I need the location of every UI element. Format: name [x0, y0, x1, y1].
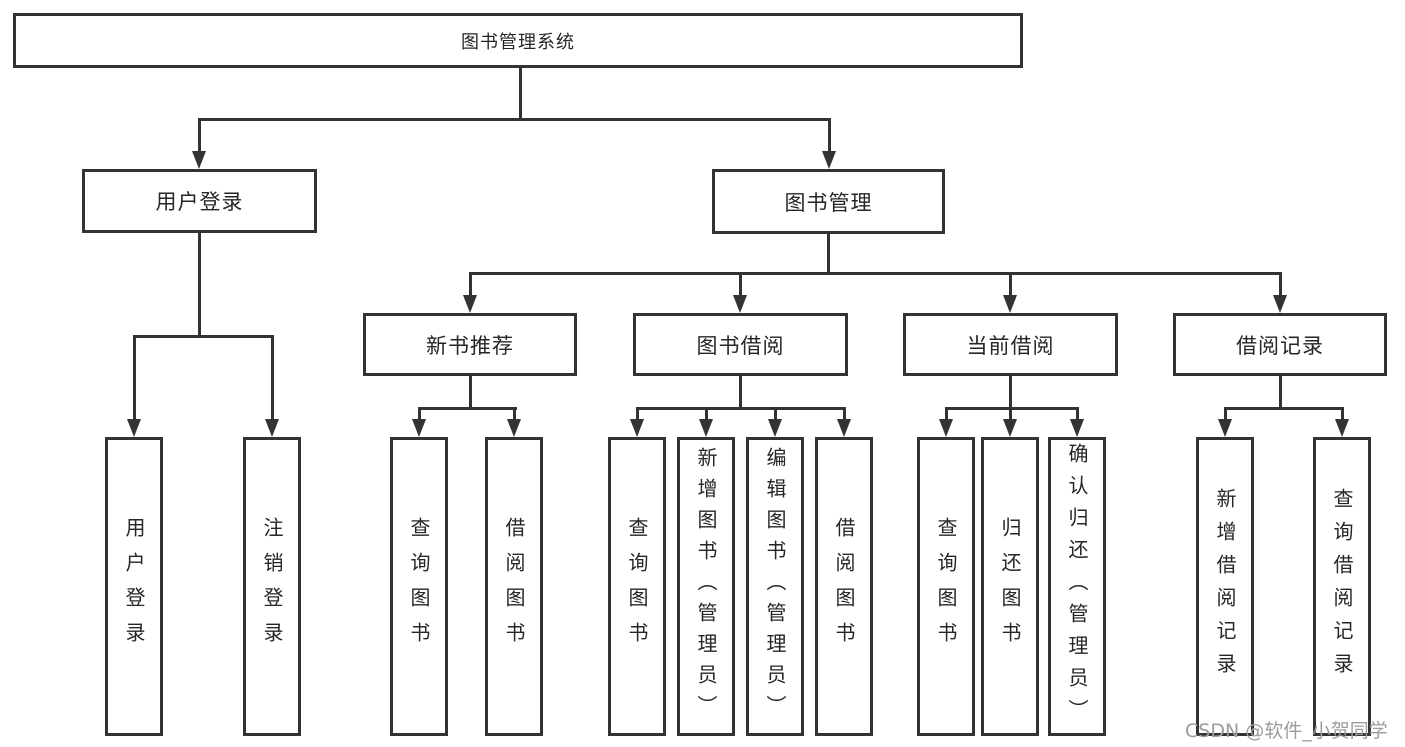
arrow-to-leaf-login — [127, 419, 141, 437]
leaf-return-books: 归还图书 — [981, 437, 1039, 736]
connector-root-stem — [518, 65, 522, 121]
leaf-borrow-books-label: 借阅图书 — [832, 516, 856, 657]
leaf-logout-label: 注销登录 — [260, 516, 284, 657]
connector-ul-hbar — [132, 335, 274, 338]
connector-nb-hbar — [417, 407, 517, 410]
leaf-borrow-query-books-label: 查询图书 — [625, 516, 649, 657]
leaf-logout: 注销登录 — [243, 437, 301, 736]
leaf-newbook-borrow-books: 借阅图书 — [485, 437, 543, 736]
connector-br-hbar — [1223, 407, 1344, 410]
connector-nb-drop2 — [512, 407, 516, 419]
connector-cb-drop1 — [944, 407, 948, 419]
node-root-label: 图书管理系统 — [461, 31, 575, 53]
connector-br-stem — [1278, 373, 1282, 410]
connector-bm-hbar — [468, 272, 1282, 275]
connector-bb-drop2 — [704, 407, 708, 419]
connector-bm-drop2 — [738, 272, 742, 295]
leaf-edit-books-admin-label: 编辑图书（管理员） — [763, 447, 787, 726]
leaf-confirm-return-admin-label: 确认归还（管理员） — [1065, 442, 1089, 731]
leaf-current-query-books: 查询图书 — [917, 437, 975, 736]
node-current-borrow: 当前借阅 — [903, 313, 1118, 376]
arrow-bb-leaf4 — [837, 419, 851, 437]
leaf-current-query-books-label: 查询图书 — [934, 516, 958, 657]
node-borrow-record-label: 借阅记录 — [1236, 333, 1324, 358]
connector-bb-stem — [738, 373, 742, 410]
leaf-add-borrow-record: 新增借阅记录 — [1196, 437, 1254, 736]
arrow-to-current-borrow — [1003, 295, 1017, 313]
connector-cb-stem — [1008, 373, 1012, 410]
arrow-to-new-book — [463, 295, 477, 313]
leaf-borrow-query-books: 查询图书 — [608, 437, 666, 736]
connector-ul-drop2 — [270, 335, 274, 419]
connector-bb-hbar — [635, 407, 846, 410]
arrow-to-book-borrow — [733, 295, 747, 313]
arrow-bb-leaf1 — [630, 419, 644, 437]
connector-nb-stem — [468, 373, 472, 410]
connector-book-mgmt-drop — [827, 118, 831, 151]
leaf-query-borrow-record: 查询借阅记录 — [1313, 437, 1371, 736]
watermark: CSDN @软件_小贺同学 — [1185, 720, 1388, 742]
arrow-bb-leaf3 — [768, 419, 782, 437]
connector-root-hbar — [197, 118, 831, 121]
connector-ul-stem — [198, 230, 201, 338]
arrow-to-book-mgmt — [822, 151, 836, 169]
arrow-cb-leaf3 — [1070, 419, 1084, 437]
arrow-to-borrow-record — [1273, 295, 1287, 313]
connector-cb-drop3 — [1075, 407, 1079, 419]
node-root: 图书管理系统 — [13, 13, 1023, 68]
connector-bb-drop1 — [635, 407, 639, 419]
node-new-book-recommend-label: 新书推荐 — [426, 333, 514, 358]
arrow-bb-leaf2 — [699, 419, 713, 437]
arrow-to-leaf-logout — [265, 419, 279, 437]
arrow-cb-leaf2 — [1003, 419, 1017, 437]
leaf-user-login-label: 用户登录 — [122, 516, 146, 657]
leaf-add-books-admin-label: 新增图书（管理员） — [694, 447, 718, 726]
connector-br-drop2 — [1340, 407, 1344, 419]
node-user-login-label: 用户登录 — [155, 190, 244, 214]
connector-br-drop1 — [1223, 407, 1227, 419]
leaf-query-borrow-record-label: 查询借阅记录 — [1330, 487, 1354, 686]
connector-bm-drop3 — [1008, 272, 1012, 295]
arrow-to-user-login — [192, 151, 206, 169]
arrow-nb-leaf1 — [412, 419, 426, 437]
leaf-confirm-return-admin: 确认归还（管理员） — [1048, 437, 1106, 736]
leaf-newbook-query-books-label: 查询图书 — [407, 516, 431, 657]
node-book-borrow: 图书借阅 — [633, 313, 848, 376]
connector-bm-stem — [827, 231, 830, 275]
leaf-borrow-books: 借阅图书 — [815, 437, 873, 736]
node-current-borrow-label: 当前借阅 — [966, 333, 1055, 358]
leaf-edit-books-admin: 编辑图书（管理员） — [746, 437, 804, 736]
leaf-newbook-borrow-books-label: 借阅图书 — [502, 516, 526, 657]
leaf-add-borrow-record-label: 新增借阅记录 — [1213, 487, 1237, 686]
node-borrow-record: 借阅记录 — [1173, 313, 1387, 376]
connector-bm-drop4 — [1278, 272, 1282, 295]
connector-user-login-drop — [197, 118, 201, 151]
connector-cb-hbar — [944, 407, 1079, 410]
leaf-add-books-admin: 新增图书（管理员） — [677, 437, 735, 736]
connector-bm-drop1 — [468, 272, 472, 295]
leaf-newbook-query-books: 查询图书 — [390, 437, 448, 736]
connector-cb-drop2 — [1008, 407, 1012, 419]
node-book-management: 图书管理 — [712, 169, 945, 234]
arrow-nb-leaf2 — [507, 419, 521, 437]
arrow-br-leaf2 — [1335, 419, 1349, 437]
arrow-br-leaf1 — [1218, 419, 1232, 437]
connector-nb-drop1 — [417, 407, 421, 419]
connector-ul-drop1 — [132, 335, 136, 419]
node-book-management-label: 图书管理 — [784, 190, 873, 215]
arrow-cb-leaf1 — [939, 419, 953, 437]
leaf-user-login: 用户登录 — [105, 437, 163, 736]
node-user-login: 用户登录 — [82, 169, 317, 233]
connector-bb-drop4 — [842, 407, 846, 419]
node-new-book-recommend: 新书推荐 — [363, 313, 577, 376]
node-book-borrow-label: 图书借阅 — [696, 333, 785, 358]
leaf-return-books-label: 归还图书 — [998, 516, 1022, 657]
connector-bb-drop3 — [773, 407, 777, 419]
